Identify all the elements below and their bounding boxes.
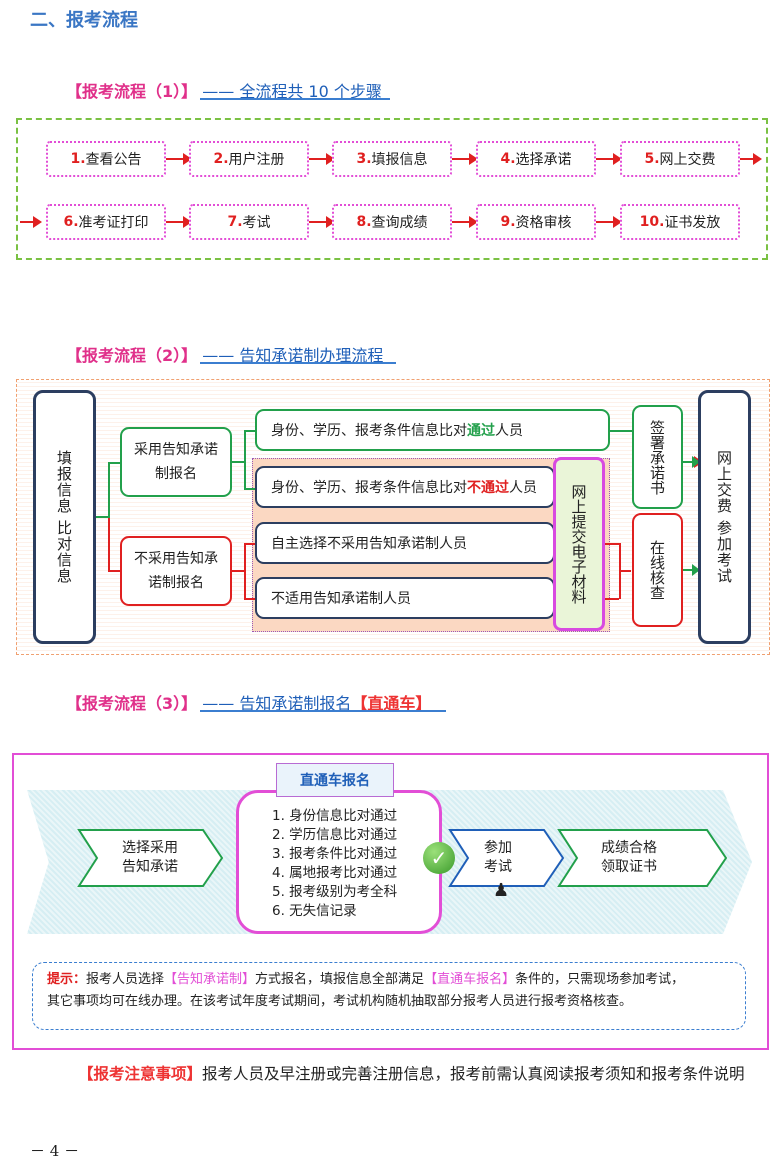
upload-materials-box: 网上提交电子材料 xyxy=(553,457,605,631)
connector xyxy=(232,570,244,572)
arrow xyxy=(596,216,622,228)
connector xyxy=(244,430,256,432)
arrow xyxy=(452,153,478,165)
arrow xyxy=(309,153,335,165)
connector xyxy=(605,598,619,600)
step-4: 4.选择承诺 xyxy=(476,141,596,177)
pass-box: 身份、学历、报考条件信息比对通过人员 xyxy=(255,409,610,451)
condition-item: 4. 属地报考比对通过 xyxy=(272,865,398,881)
connector xyxy=(244,543,256,545)
connector xyxy=(108,518,110,570)
connector xyxy=(619,570,631,572)
arrow-head xyxy=(692,564,700,576)
step-8: 8.查询成绩 xyxy=(332,204,452,240)
select-chevron xyxy=(77,829,224,887)
tip-box: 提示：报考人员选择【告知承诺制】方式报名，填报信息全部满足【直通车报名】条件的，… xyxy=(32,962,746,1030)
condition-item: 1. 身份信息比对通过 xyxy=(272,808,398,824)
connector xyxy=(108,462,110,518)
flow3-dash: —— xyxy=(202,694,235,713)
condition-item: 6. 无失信记录 xyxy=(272,903,357,919)
express-ribbon: 直通车报名 xyxy=(276,763,394,797)
arrow xyxy=(596,153,622,165)
flow3-underline xyxy=(200,710,446,712)
step-2: 2.用户注册 xyxy=(189,141,309,177)
exam-chevron xyxy=(448,829,565,887)
not-apply-box: 不适用告知承诺制人员 xyxy=(255,577,555,619)
connector xyxy=(610,430,632,432)
fail-box: 身份、学历、报考条件信息比对不通过人员 xyxy=(255,466,555,508)
sign-commitment-box: 签署承诺书 xyxy=(632,405,683,509)
check-icon: ✓ xyxy=(423,842,455,874)
cert-chevron-label: 成绩合格领取证书 xyxy=(601,840,657,875)
flow3-highlight: 【直通车】 xyxy=(351,694,432,713)
step-3: 3.填报信息 xyxy=(332,141,452,177)
conditions-list: 1. 身份信息比对通过 2. 学历信息比对通过 3. 报考条件比对通过 4. 属… xyxy=(272,807,397,921)
connector xyxy=(605,543,619,545)
connector xyxy=(244,488,256,490)
opt-no-box: 不采用告知承诺制报名 xyxy=(120,536,232,606)
connector xyxy=(244,598,256,600)
arrow xyxy=(452,216,478,228)
arrow xyxy=(166,216,192,228)
condition-item: 2. 学历信息比对通过 xyxy=(272,827,398,843)
opt-yes-box: 采用告知承诺制报名 xyxy=(120,427,232,497)
flow2-underline xyxy=(200,362,396,364)
condition-item: 3. 报考条件比对通过 xyxy=(272,846,398,862)
connector xyxy=(108,462,122,464)
arrow xyxy=(683,569,693,571)
flow1-bracket: 【报考流程（1）】 xyxy=(66,82,198,101)
step-9: 9.资格审核 xyxy=(476,204,596,240)
step-10: 10.证书发放 xyxy=(620,204,740,240)
flow1-subtitle: 全流程共 10 个步骤 xyxy=(239,82,382,101)
fill-compare-box: 填报信息 比对信息 xyxy=(33,390,96,644)
step-6: 6.准考证打印 xyxy=(46,204,166,240)
arrow-head xyxy=(692,456,700,468)
arrow xyxy=(20,216,42,228)
connector xyxy=(232,461,244,463)
flow1-underline xyxy=(200,98,390,100)
notice-paragraph: 【报考注意事项】报考人员及早注册或完善注册信息，报考前需认真阅读报考须知和报考条… xyxy=(78,1065,745,1083)
arrow xyxy=(166,153,192,165)
connector xyxy=(96,516,108,518)
step-1: 1.查看公告 xyxy=(46,141,166,177)
condition-item: 5. 报考级别为考全科 xyxy=(272,884,398,900)
person-exam-icon: ♟ xyxy=(493,880,510,901)
section-heading: 二、报考流程 xyxy=(30,10,138,31)
self-select-box: 自主选择不采用告知承诺制人员 xyxy=(255,522,555,564)
flow2-subtitle: 告知承诺制办理流程 xyxy=(239,346,384,365)
online-check-box: 在线核查 xyxy=(632,513,683,627)
flow1-heading: 【报考流程（1）】 —— 全流程共 10 个步骤 xyxy=(66,78,382,102)
exam-chevron-label: 参加考试 xyxy=(484,840,512,875)
arrow xyxy=(740,153,762,165)
flow1-frame xyxy=(16,118,768,260)
flow3-subtitle: 告知承诺制报名 xyxy=(239,694,352,713)
step-5: 5.网上交费 xyxy=(620,141,740,177)
flow2-dash: —— xyxy=(202,346,235,365)
flow1-dash: —— xyxy=(202,82,235,101)
flow2-heading: 【报考流程（2）】 —— 告知承诺制办理流程 xyxy=(66,342,383,366)
flow3-bracket: 【报考流程（3）】 xyxy=(66,694,198,713)
connector xyxy=(108,570,122,572)
flow2-bracket: 【报考流程（2）】 xyxy=(66,346,198,365)
arrow xyxy=(309,216,335,228)
page-number: － 4 － xyxy=(30,1142,80,1160)
flow3-frame xyxy=(12,753,769,1050)
cert-chevron xyxy=(557,829,728,887)
connector xyxy=(244,430,246,490)
connector xyxy=(244,543,246,599)
step-7: 7.考试 xyxy=(189,204,309,240)
flow3-heading: 【报考流程（3）】 —— 告知承诺制报名【直通车】 xyxy=(66,690,431,714)
select-chevron-label: 选择采用告知承诺 xyxy=(122,840,178,875)
pay-exam-box: 网上交费 参加考试 xyxy=(698,390,751,644)
